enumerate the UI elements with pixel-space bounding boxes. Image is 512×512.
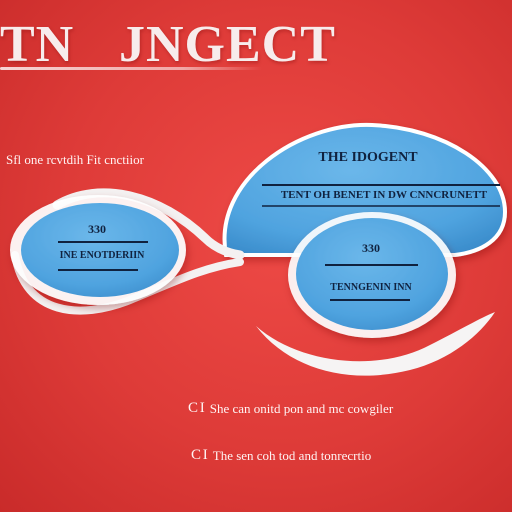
node-right-swoosh [256,312,495,376]
title-right-word: JNGECT [119,16,336,73]
bottom-note-text: She can onitd pon and mc cowgiler [209,400,394,416]
node-right-bubble [288,212,456,338]
node-left-value: 330 [88,222,106,236]
node-right-label: TENNGENIN INN [330,282,412,293]
bottom-note-text: The sen coh tod and tonrecrtio [212,447,372,463]
bottom-note: C I She can onitd pon and mc cowgiler [188,400,393,417]
top-caption: Sfl one rcvtdih Fit cnctiior [6,152,144,167]
page-title: TN JNGECT [0,0,512,80]
callout-subtitle: TENT OH BENET IN DW CNNCRUNETT [280,189,488,201]
callout-bubble [222,122,508,257]
bullet-icon: C I [191,447,208,463]
node-left-bubble [10,195,186,305]
bottom-note: C I The sen coh tod and tonrecrtio [191,447,371,464]
node-left-label: INE ENOTDERIIN [59,250,145,261]
connector-swoosh-top [52,188,245,260]
bullet-icon: C I [188,400,205,416]
callout-title: THE IDOGENT [318,150,418,165]
title-underline [0,67,262,70]
title-left-word: TN [0,16,75,73]
node-right-value: 330 [362,241,380,255]
